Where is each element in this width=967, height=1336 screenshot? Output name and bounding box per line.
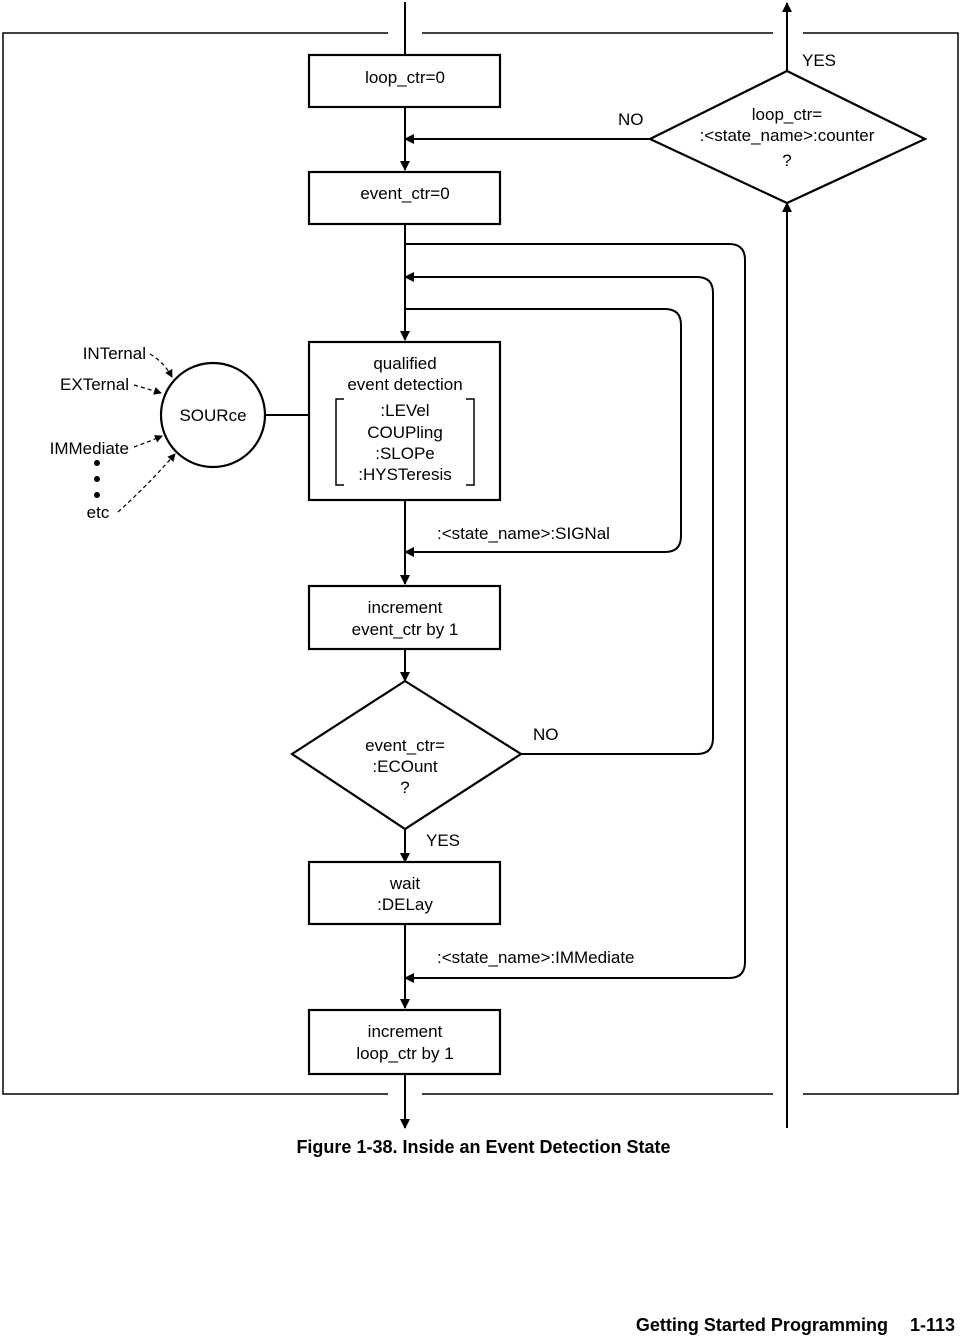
detect-param-slope: :SLOPe (375, 444, 435, 463)
wait-line-2: :DELay (377, 895, 433, 914)
loop-decision-line-1: loop_ctr= (752, 105, 822, 124)
box-loop-init: loop_ctr=0 (307, 53, 502, 109)
event-decision-line-3: ? (400, 778, 409, 797)
figure-caption: Figure 1-38. Inside an Event Detection S… (296, 1137, 671, 1157)
label-yes-top: YES (802, 51, 836, 70)
label-signal: :<state_name>:SIGNal (437, 524, 610, 543)
source-label: SOURce (179, 406, 246, 425)
box-increment-event: increment event_ctr by 1 (307, 584, 502, 651)
loop-return-path (404, 2, 792, 1128)
source-block: SOURce INTernal EXTernal IMMediate etc (50, 344, 309, 522)
branch-labels: YES NO NO YES :<state_name>:SIGNal :<sta… (426, 51, 836, 967)
ellipsis-dot (94, 460, 100, 466)
ellipsis-dot (94, 476, 100, 482)
box-increment-loop: increment loop_ctr by 1 (307, 1008, 502, 1076)
loop-decision-line-2: :<state_name>:counter (700, 126, 875, 145)
event-decision-line-2: :ECOunt (372, 757, 437, 776)
inc-loop-line-2: loop_ctr by 1 (356, 1044, 453, 1063)
detect-param-hysteresis: :HYSTeresis (358, 465, 452, 484)
box-event-init: event_ctr=0 (307, 170, 502, 226)
source-input-external: EXTernal (60, 375, 129, 394)
inc-event-line-2: event_ctr by 1 (352, 620, 459, 639)
page-footer: Getting Started Programming 1-113 (636, 1315, 955, 1336)
loop-decision-line-3: ? (782, 151, 791, 170)
decision-loop-count: loop_ctr= :<state_name>:counter ? (647, 69, 928, 205)
detect-title-1: qualified (373, 354, 436, 373)
source-circle (159, 361, 267, 469)
inc-event-line-1: increment (368, 598, 443, 617)
label-no-event: NO (533, 725, 559, 744)
detect-param-level: :LEVel (380, 401, 429, 420)
source-input-internal: INTernal (83, 344, 146, 363)
box-wait: wait :DELay (307, 860, 502, 926)
source-input-immediate: IMMediate (50, 439, 129, 458)
left-bracket (335, 398, 344, 486)
source-input-etc: etc (87, 503, 110, 522)
ellipsis-dot (94, 492, 100, 498)
label-no-top: NO (618, 110, 644, 129)
box-loop-init-label: loop_ctr=0 (365, 68, 445, 87)
box-event-detection: qualified event detection :LEVel COUPlin… (307, 340, 502, 502)
state-frame (2, 32, 959, 1095)
decision-event-count: event_ctr= :ECOunt ? (289, 679, 524, 831)
detect-title-2: event detection (347, 375, 462, 394)
label-immediate: :<state_name>:IMMediate (437, 948, 635, 967)
event-decision-line-1: event_ctr= (365, 736, 445, 755)
footer-page-number: 1-113 (909, 1315, 955, 1335)
right-bracket (466, 398, 475, 486)
label-yes-event: YES (426, 831, 460, 850)
footer-section-title: Getting Started Programming (635, 1315, 888, 1335)
inc-loop-line-1: increment (368, 1022, 443, 1041)
wait-line-1: wait (389, 874, 421, 893)
detect-param-coupling: COUPling (367, 423, 443, 442)
return-loops (404, 243, 746, 983)
box-event-init-label: event_ctr=0 (360, 184, 449, 203)
